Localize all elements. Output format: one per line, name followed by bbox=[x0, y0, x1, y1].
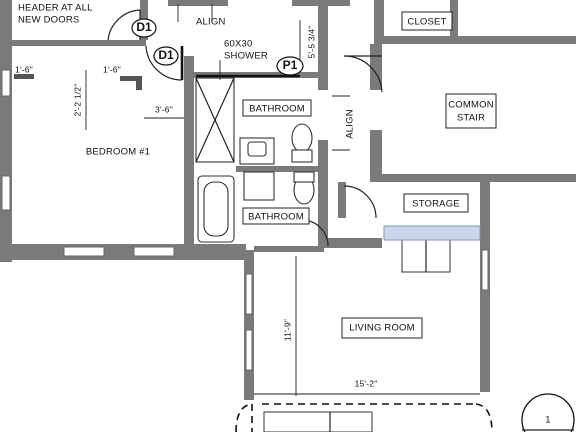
wall-bedroom-right bbox=[184, 56, 194, 244]
note-shower-line2: SHOWER bbox=[224, 51, 268, 62]
room-label-closet: CLOSET bbox=[407, 17, 446, 28]
dimension-labels: 1'-6" 1'-6" 2'-2 1/2" 3'-6" 5'-5 3/4" 11… bbox=[15, 26, 377, 389]
wall-living-left bbox=[244, 250, 254, 400]
section-marker: 1 bbox=[521, 393, 575, 432]
wall-storage-left bbox=[338, 182, 346, 218]
windows bbox=[1, 69, 489, 371]
wall-bath-right-upper bbox=[318, 0, 328, 90]
note-header-line2: NEW DOORS bbox=[18, 15, 79, 26]
door-tag-d1-upper: D1 bbox=[136, 20, 152, 34]
wall-left-exterior bbox=[0, 0, 12, 262]
dim-3-6: 3'-6" bbox=[155, 104, 173, 114]
note-align-side: ALIGN bbox=[345, 109, 356, 139]
dim-15-2: 15'-2" bbox=[355, 378, 378, 388]
dim-1-6-left: 1'-6" bbox=[15, 64, 33, 74]
door-swing-storage bbox=[343, 185, 377, 219]
toilet-upper bbox=[291, 123, 313, 153]
window-living-right bbox=[481, 249, 489, 291]
wall-stair-left-lower bbox=[370, 130, 382, 182]
window-living-left-2 bbox=[245, 329, 253, 371]
wall-top-align bbox=[168, 0, 228, 6]
door-swing-bedroom bbox=[145, 45, 183, 81]
note-align-top: ALIGN bbox=[196, 17, 226, 28]
dim-2-2-half: 2'-2 1/2" bbox=[72, 84, 82, 117]
section-marker-number: 1 bbox=[545, 415, 550, 426]
room-label-living-room: LIVING ROOM bbox=[349, 323, 415, 334]
window-living-left-1 bbox=[245, 273, 253, 315]
wall-closet-left bbox=[374, 0, 384, 42]
dim-11-9: 11'-9" bbox=[282, 319, 292, 341]
dimension-lines bbox=[85, 4, 480, 396]
window-bedroom-bottom-2 bbox=[133, 246, 175, 257]
partition-tag-p1: P1 bbox=[283, 58, 298, 72]
wall-bath-right-lower bbox=[318, 140, 328, 246]
wall-closet-right bbox=[450, 0, 458, 38]
window-left-upper bbox=[1, 69, 11, 97]
room-label-bedroom: BEDROOM #1 bbox=[86, 147, 150, 158]
room-labels: BEDROOM #1 BATHROOM BATHROOM CLOSET COMM… bbox=[86, 11, 497, 339]
wall-stair-bottom bbox=[370, 174, 576, 182]
dim-1-6-mid: 1'-6" bbox=[103, 64, 121, 74]
wall-bath-divider bbox=[236, 166, 320, 172]
notes: HEADER AT ALL NEW DOORS ALIGN 60X30 SHOW… bbox=[18, 3, 356, 139]
room-label-stair: STAIR bbox=[457, 113, 485, 124]
door-swing-header bbox=[107, 9, 141, 41]
dim-5-5-3-4: 5'-5 3/4" bbox=[306, 26, 316, 59]
door-tag-d1-lower: D1 bbox=[158, 48, 174, 62]
room-label-storage: STORAGE bbox=[412, 199, 460, 210]
vanity-lower bbox=[243, 171, 275, 201]
wall-bedroom-bottom bbox=[0, 244, 246, 260]
door-tags: D1 D1 P1 bbox=[131, 18, 304, 76]
wall-closet-bottom bbox=[374, 36, 576, 44]
fixtures bbox=[14, 74, 315, 243]
window-left-lower bbox=[1, 175, 11, 211]
wall-storage-bottom-left bbox=[320, 238, 382, 248]
note-header-line1: HEADER AT ALL bbox=[18, 3, 93, 14]
wall-bedroom-top bbox=[12, 40, 146, 46]
window-bedroom-bottom-1 bbox=[63, 246, 105, 257]
room-label-bathroom-lower: BATHROOM bbox=[248, 212, 304, 223]
note-shower-line1: 60X30 bbox=[224, 39, 252, 50]
room-label-common: COMMON bbox=[448, 100, 494, 111]
wall-living-top bbox=[254, 246, 324, 252]
storage-glazing bbox=[383, 225, 481, 241]
header-dashes bbox=[235, 403, 493, 432]
room-label-bathroom-upper: BATHROOM bbox=[249, 104, 305, 115]
